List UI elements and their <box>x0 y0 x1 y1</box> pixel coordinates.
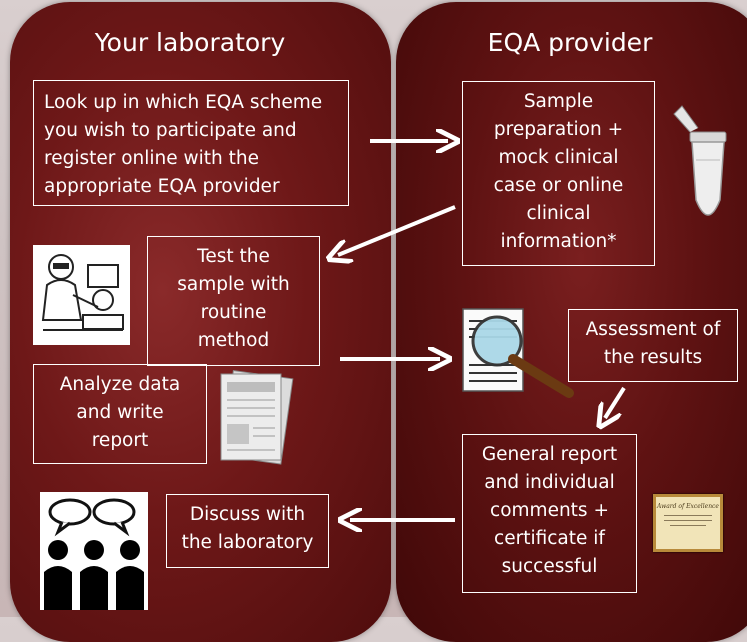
analyze-data-box: Analyze data and write report <box>33 364 207 464</box>
test-sample-box: Test the sample with routine method <box>147 236 320 366</box>
your-laboratory-title: Your laboratory <box>94 28 286 57</box>
certificate-title: Award of Excellence <box>657 503 719 510</box>
report-papers-icon <box>220 369 294 465</box>
lookup-step-box: Look up in which EQA scheme you wish to … <box>33 80 349 206</box>
flow-arrows <box>0 0 626 617</box>
people-discussion-icon <box>40 492 148 610</box>
general-report-box: General report and individual comments +… <box>462 434 637 593</box>
discuss-box: Discuss with the laboratory <box>166 494 329 568</box>
test-tube-icon <box>673 105 727 216</box>
sample-preparation-box: Sample preparation + mock clinical case … <box>462 81 655 266</box>
arrow-assessment-to-report <box>605 386 626 418</box>
arrow-sample-to-test <box>338 205 456 255</box>
assessment-box: Assessment of the results <box>568 309 738 382</box>
certificate-icon: Award of Excellence <box>653 494 723 552</box>
lab-worker-illustration <box>33 245 130 345</box>
eqa-provider-title: EQA provider <box>487 28 653 57</box>
magnifier-document-icon <box>462 308 574 398</box>
